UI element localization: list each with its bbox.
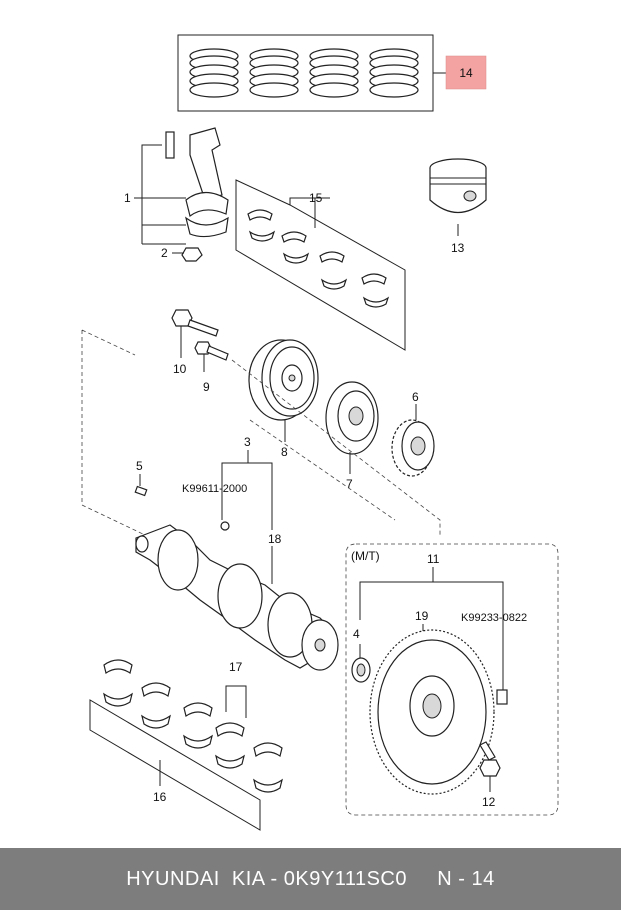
label-19: 19 xyxy=(415,609,429,623)
crank-sprocket: 6 xyxy=(391,390,435,477)
ring-stack-2 xyxy=(249,48,299,98)
flywheel-group: (M/T) 11 19 K99233-0822 4 12 xyxy=(345,543,559,816)
label-5: 5 xyxy=(136,459,143,473)
rod-nut xyxy=(181,247,203,262)
timing-plate: 7 xyxy=(325,381,379,491)
crankshaft: 18 xyxy=(135,524,339,671)
part-number-caption: HYUNDAI KIA - 0K9Y111SC0 N - 14 xyxy=(126,867,495,890)
label-7: 7 xyxy=(346,477,353,491)
label-13: 13 xyxy=(451,241,465,255)
exploded-engine-diagram: 14 1 2 15 13 xyxy=(81,34,559,831)
footer-bar: HYUNDAI KIA - 0K9Y111SC0 N - 14 xyxy=(0,848,621,910)
label-2: 2 xyxy=(161,246,168,260)
mt-label: (M/T) xyxy=(351,549,380,563)
crank-pulley: 8 xyxy=(248,339,319,459)
label-11: 11 xyxy=(427,552,440,566)
label-14: 14 xyxy=(459,66,473,80)
ring-stack-3 xyxy=(309,48,359,98)
label-15: 15 xyxy=(309,191,323,205)
connecting-rod: 1 2 xyxy=(124,127,229,262)
ring-stack-1 xyxy=(189,48,239,98)
code-k99611: K99611-2000 xyxy=(182,483,247,495)
ring-stack-4 xyxy=(369,48,419,98)
highlighted-part-badge xyxy=(445,55,487,90)
label-17: 17 xyxy=(229,660,243,674)
rod-bolt xyxy=(165,131,175,159)
rod-bearing-set: 15 xyxy=(235,179,406,351)
label-18: 18 xyxy=(268,532,282,546)
label-6: 6 xyxy=(412,390,419,404)
label-3: 3 xyxy=(244,435,251,449)
label-12: 12 xyxy=(482,795,496,809)
piston-ring-set: 14 xyxy=(177,34,487,112)
crank-key-and-pin: 5 3 K99611-2000 xyxy=(134,435,273,531)
label-10: 10 xyxy=(173,362,187,376)
label-9: 9 xyxy=(203,380,210,394)
label-16: 16 xyxy=(153,790,167,804)
piston: 13 xyxy=(429,158,487,255)
label-8: 8 xyxy=(281,445,288,459)
label-4: 4 xyxy=(353,627,360,641)
label-1: 1 xyxy=(124,191,131,205)
pulley-bolts: 10 9 xyxy=(171,309,229,394)
main-bearing-set: 16 17 xyxy=(89,659,283,831)
flywheel-dowel xyxy=(496,689,508,705)
code-k99233: K99233-0822 xyxy=(461,612,527,624)
